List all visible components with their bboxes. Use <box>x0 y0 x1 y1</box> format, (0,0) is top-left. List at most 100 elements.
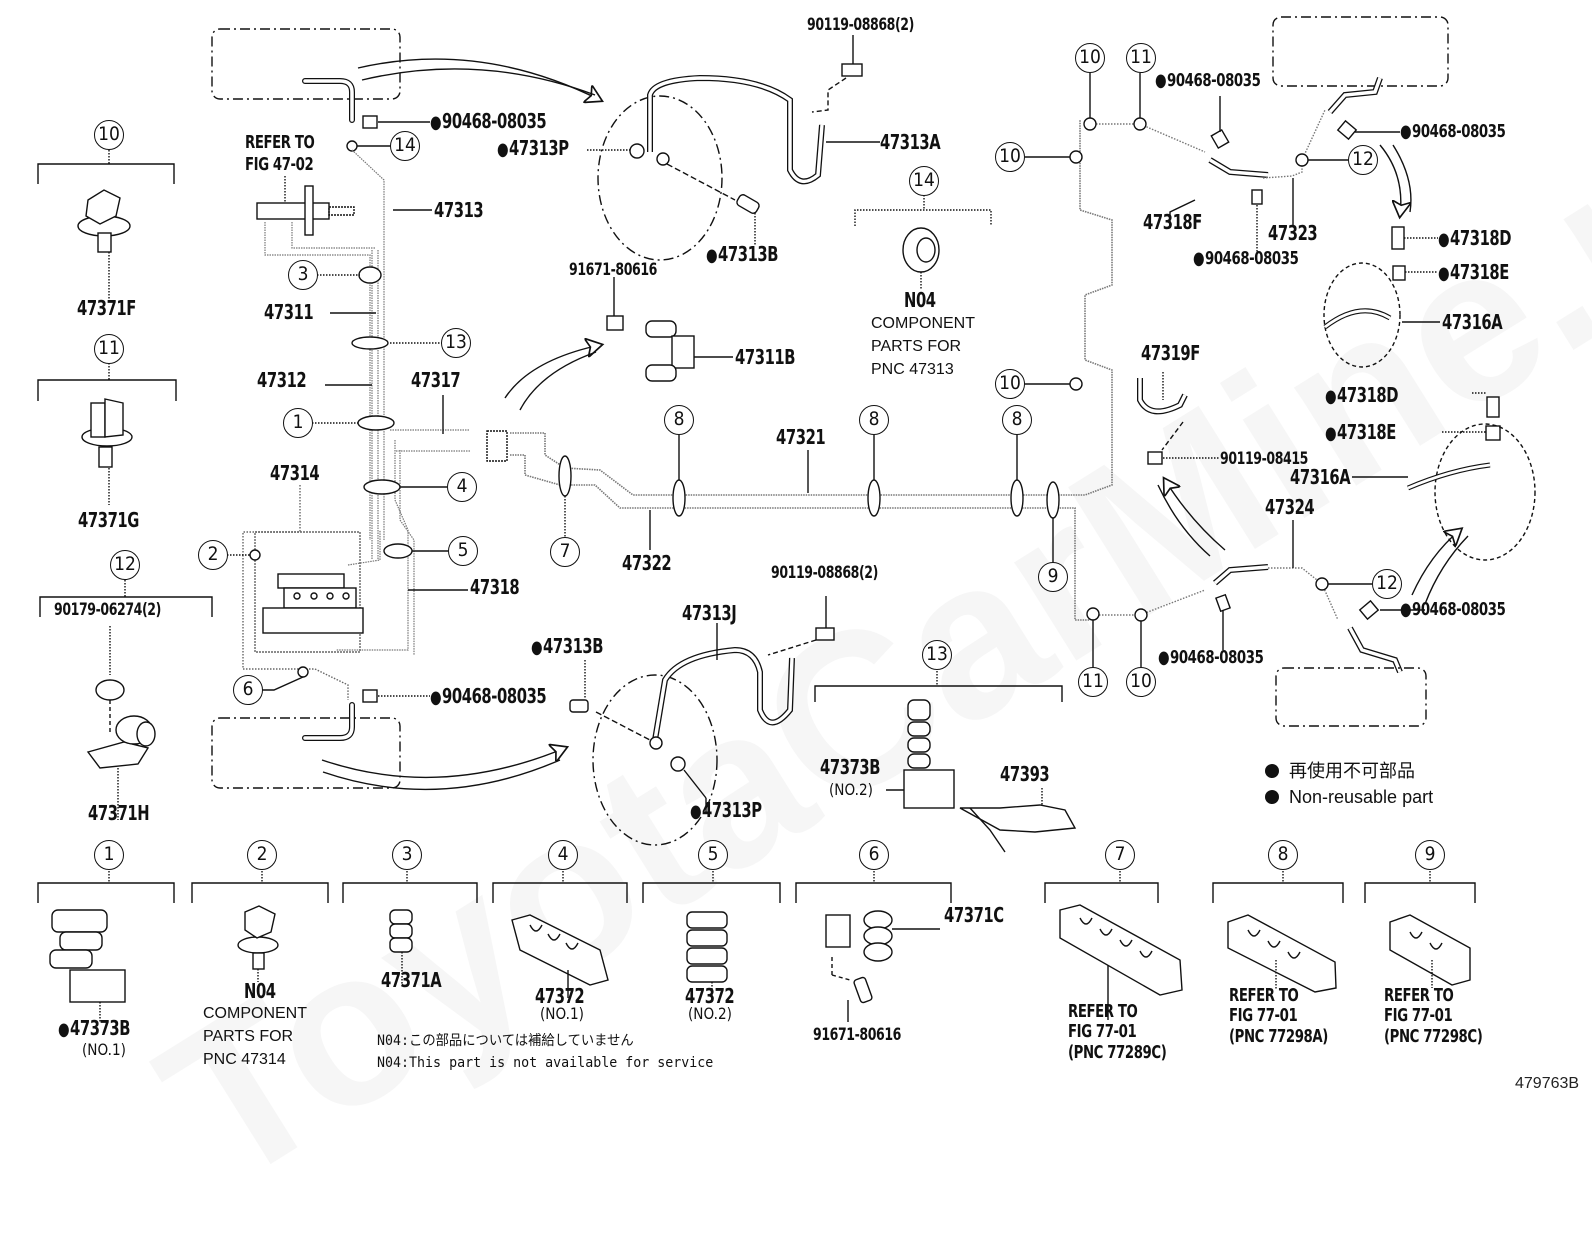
part-47313B-bottom[interactable]: 47313B <box>531 636 604 658</box>
part-90468-08035-r3[interactable]: 90468-08035 <box>1193 249 1299 269</box>
part-47313B-top[interactable]: 47313B <box>706 244 779 266</box>
callout-12-right-a[interactable]: 12 <box>1348 145 1378 175</box>
callout-5-main[interactable]: 5 <box>448 536 478 566</box>
callout-7-main[interactable]: 7 <box>550 537 580 567</box>
part-47313P-top[interactable]: 47313P <box>497 138 569 160</box>
part-90468-08035-r4[interactable]: 90468-08035 <box>1400 600 1506 620</box>
refer-77289C-line1[interactable]: REFER TO <box>1068 1001 1138 1022</box>
part-47316A-top[interactable]: 47316A <box>1442 310 1503 334</box>
callout-13-main[interactable]: 13 <box>441 328 471 358</box>
part-47311B[interactable]: 47311B <box>735 345 796 369</box>
part-47373B-no2[interactable]: 47373B <box>820 755 881 779</box>
part-90468-08035-tl[interactable]: 90468-08035 <box>430 111 547 133</box>
refer-77298A-line1[interactable]: REFER TO <box>1229 985 1299 1006</box>
part-90468-08035-r2[interactable]: 90468-08035 <box>1400 122 1506 142</box>
part-47373B-no1[interactable]: 47373B <box>58 1018 131 1040</box>
callout-6-bottom[interactable]: 6 <box>859 840 889 870</box>
part-90119-08868-bottom[interactable]: 90119-08868(2) <box>771 563 878 583</box>
part-47319F[interactable]: 47319F <box>1141 341 1200 365</box>
callout-2-bottom[interactable]: 2 <box>247 840 277 870</box>
part-47317[interactable]: 47317 <box>411 368 461 392</box>
callout-11-right-b[interactable]: 11 <box>1078 667 1108 697</box>
part-47318[interactable]: 47318 <box>470 575 520 599</box>
callout-1-bottom[interactable]: 1 <box>94 840 124 870</box>
part-N04-bottom[interactable]: N04 <box>244 979 276 1003</box>
part-47318E-top[interactable]: 47318E <box>1438 262 1509 284</box>
refer-77289C-line2[interactable]: FIG 77-01 <box>1068 1021 1137 1042</box>
callout-4-bottom[interactable]: 4 <box>548 840 578 870</box>
part-91671-80616-mid[interactable]: 91671-80616 <box>569 260 657 280</box>
part-47372-no1[interactable]: 47372 <box>535 984 585 1008</box>
part-47371C[interactable]: 47371C <box>944 903 1004 927</box>
part-90468-08035-bl[interactable]: 90468-08035 <box>430 686 547 708</box>
part-90468-08035-r5[interactable]: 90468-08035 <box>1158 648 1264 668</box>
part-90119-08415[interactable]: 90119-08415 <box>1220 449 1308 469</box>
callout-5-bottom[interactable]: 5 <box>698 840 728 870</box>
callout-3-bottom[interactable]: 3 <box>392 840 422 870</box>
callout-1-main[interactable]: 1 <box>283 408 313 438</box>
part-47323[interactable]: 47323 <box>1268 221 1318 245</box>
part-N04-top[interactable]: N04 <box>904 288 936 312</box>
part-47324[interactable]: 47324 <box>1265 495 1315 519</box>
part-47321[interactable]: 47321 <box>776 425 826 449</box>
callout-9-main[interactable]: 9 <box>1038 562 1068 592</box>
callout-12-right-b[interactable]: 12 <box>1372 569 1402 599</box>
callout-10-right-d[interactable]: 10 <box>1126 667 1156 697</box>
callout-8b-main[interactable]: 8 <box>859 405 889 435</box>
part-47313J[interactable]: 47313J <box>682 601 737 625</box>
part-47311[interactable]: 47311 <box>264 300 314 324</box>
callout-14-main[interactable]: 14 <box>390 131 420 161</box>
callout-2-main[interactable]: 2 <box>198 540 228 570</box>
callout-7-bottom[interactable]: 7 <box>1105 840 1135 870</box>
refer-77298A-line3[interactable]: (PNC 77298A) <box>1229 1026 1328 1047</box>
clamp-77289C-icon <box>1059 904 1183 1020</box>
part-91671-80616-bottom[interactable]: 91671-80616 <box>813 1025 901 1045</box>
callout-11-right-a[interactable]: 11 <box>1126 43 1156 73</box>
callout-4-main[interactable]: 4 <box>447 472 477 502</box>
callout-8a-main[interactable]: 8 <box>664 405 694 435</box>
refer-77298C-line3[interactable]: (PNC 77298C) <box>1384 1026 1483 1047</box>
part-47313[interactable]: 47313 <box>434 198 484 222</box>
refer-fig-47-02-line1[interactable]: REFER TO <box>245 132 315 153</box>
callout-8-bottom[interactable]: 8 <box>1268 840 1298 870</box>
part-47371G[interactable]: 47371G <box>78 508 139 532</box>
callout-11-left[interactable]: 11 <box>94 334 124 364</box>
part-90119-08868-top[interactable]: 90119-08868(2) <box>807 15 914 35</box>
refer-77289C-line3[interactable]: (PNC 77289C) <box>1068 1042 1167 1063</box>
refer-77298C-line2[interactable]: FIG 77-01 <box>1384 1005 1453 1026</box>
refer-77298A-line2[interactable]: FIG 77-01 <box>1229 1005 1298 1026</box>
part-47318F[interactable]: 47318F <box>1143 210 1202 234</box>
callout-8c-main[interactable]: 8 <box>1002 405 1032 435</box>
callout-10-right-b[interactable]: 10 <box>995 142 1025 172</box>
refer-fig-47-02-line2[interactable]: FIG 47-02 <box>245 154 314 175</box>
part-47393[interactable]: 47393 <box>1000 762 1050 786</box>
callout-3-main[interactable]: 3 <box>288 260 318 290</box>
part-47314[interactable]: 47314 <box>270 461 320 485</box>
callout-10-right-c[interactable]: 10 <box>995 369 1025 399</box>
part-47316A-bottom[interactable]: 47316A <box>1290 465 1351 489</box>
callout-9-bottom[interactable]: 9 <box>1415 840 1445 870</box>
callout-6-main[interactable]: 6 <box>233 675 263 705</box>
part-47371A[interactable]: 47371A <box>381 968 442 992</box>
part-47312[interactable]: 47312 <box>257 368 307 392</box>
part-47313P-bottom[interactable]: 47313P <box>690 800 762 822</box>
clamp-47371C-icon <box>825 910 940 1022</box>
callout-14-top[interactable]: 14 <box>909 166 939 196</box>
callout-10-left[interactable]: 10 <box>94 120 124 150</box>
part-47322[interactable]: 47322 <box>622 551 672 575</box>
callout-12-left[interactable]: 12 <box>110 550 140 580</box>
part-47313A[interactable]: 47313A <box>880 130 941 154</box>
part-47371F[interactable]: 47371F <box>77 296 136 320</box>
part-47318E-bottom[interactable]: 47318E <box>1325 422 1396 444</box>
n04-top-desc-1: COMPONENT <box>871 315 975 332</box>
part-47318D-top[interactable]: 47318D <box>1438 228 1512 250</box>
callout-13-bottom[interactable]: 13 <box>922 640 952 670</box>
part-47372-no2[interactable]: 47372 <box>685 984 735 1008</box>
part-90468-08035-r1[interactable]: 90468-08035 <box>1155 71 1261 91</box>
part-47318D-bottom[interactable]: 47318D <box>1325 385 1399 407</box>
refer-77298C-line1[interactable]: REFER TO <box>1384 985 1454 1006</box>
part-47371H[interactable]: 47371H <box>88 801 150 825</box>
clip-N04-bottom-icon <box>237 905 279 982</box>
part-90179-06274[interactable]: 90179-06274(2) <box>54 600 161 620</box>
callout-10-right-a[interactable]: 10 <box>1075 43 1105 73</box>
